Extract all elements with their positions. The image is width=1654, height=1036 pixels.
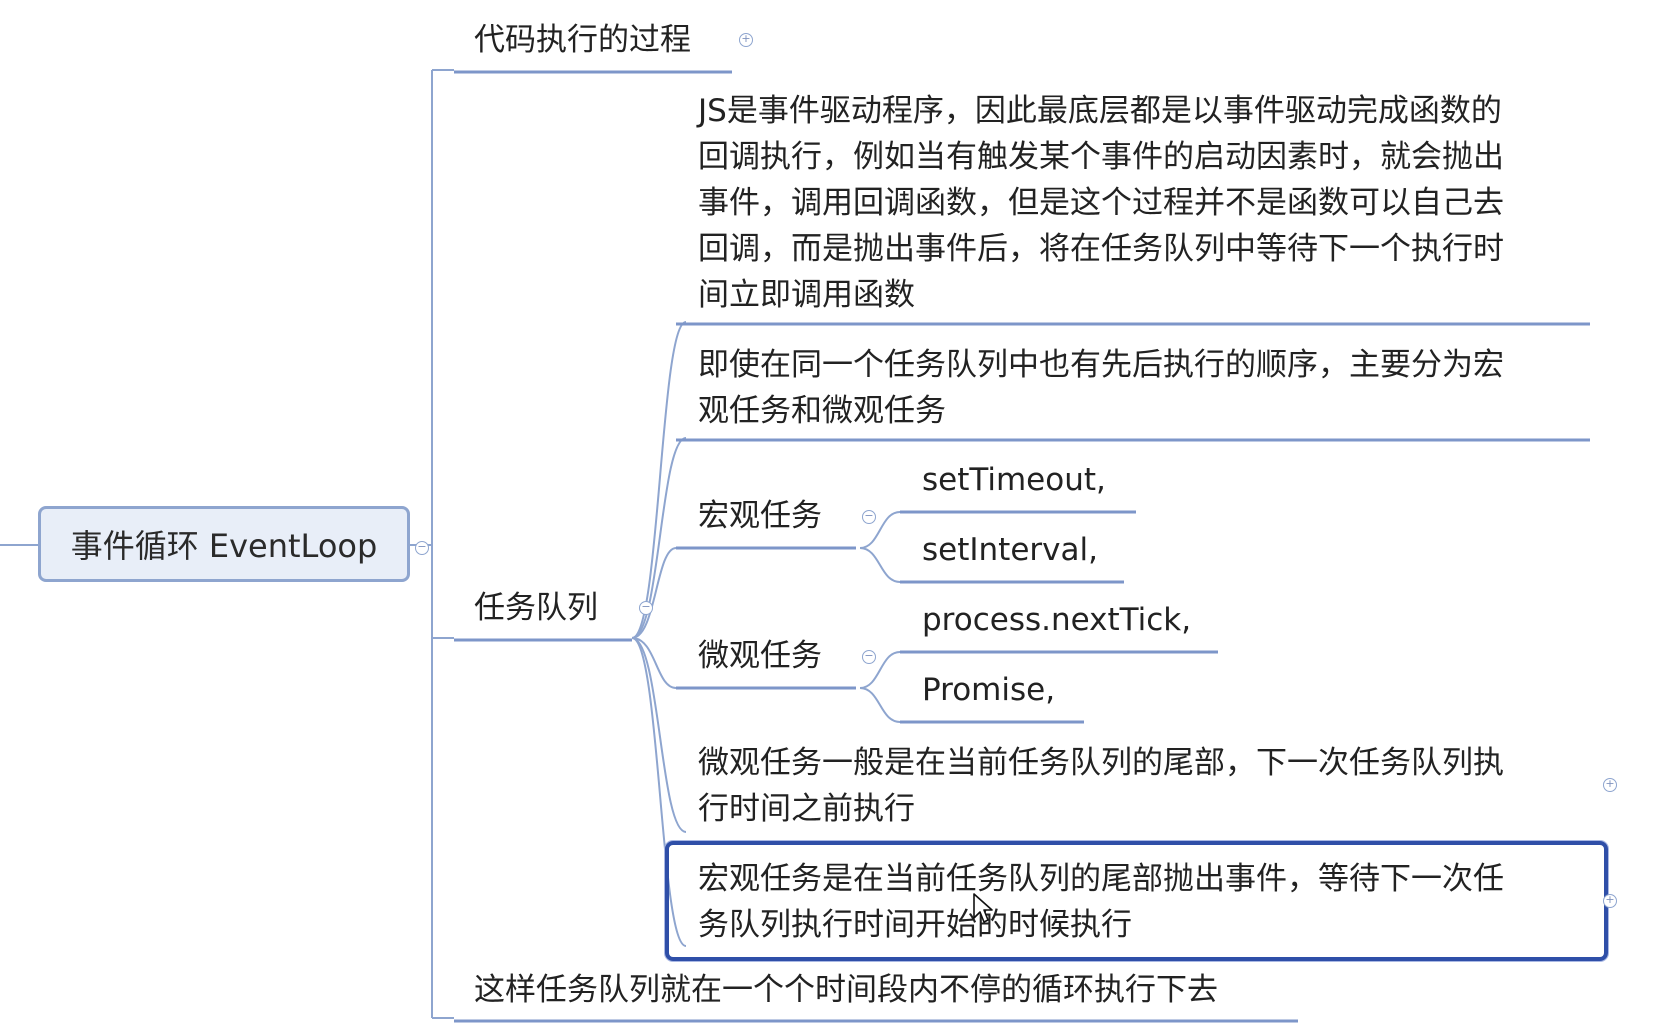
micro-item-label: process.nextTick, [922, 602, 1192, 638]
micro-note-line: 微观任务一般是在当前任务队列的尾部，下一次任务队列执 [698, 745, 1504, 781]
queue-collapse-icon[interactable]: − [639, 601, 653, 615]
queue-order-paragraph[interactable]: 即使在同一个任务队列中也有先后执行的顺序，主要分为宏 观任务和微观任务 [698, 342, 1504, 434]
macro-item-setinterval[interactable]: setInterval, [922, 532, 1098, 568]
micro-note-line: 行时间之前执行 [698, 791, 915, 827]
topic-queue[interactable]: 任务队列 [474, 590, 598, 626]
macro-label: 宏观任务 [698, 498, 822, 534]
micro-item-label: Promise, [922, 672, 1056, 708]
topic-queue-label: 任务队列 [474, 590, 598, 626]
root-label: 事件循环 EventLoop [70, 527, 378, 565]
topic-process[interactable]: 代码执行的过程 [474, 22, 691, 58]
micro-note-paragraph[interactable]: 微观任务一般是在当前任务队列的尾部，下一次任务队列执 行时间之前执行 [698, 740, 1504, 832]
micro-item-promise[interactable]: Promise, [922, 672, 1055, 708]
order-line: 观任务和微观任务 [698, 393, 946, 429]
micro-note-expand-icon[interactable]: + [1603, 778, 1617, 792]
topic-micro-tasks[interactable]: 微观任务 [698, 638, 822, 674]
queue-intro-paragraph[interactable]: JS是事件驱动程序，因此最底层都是以事件驱动完成函数的 回调执行，例如当有触发某… [698, 88, 1504, 318]
macro-item-label: setTimeout, [922, 462, 1106, 498]
topic-macro-tasks[interactable]: 宏观任务 [698, 498, 822, 534]
micro-label: 微观任务 [698, 638, 822, 674]
topic-loop-label: 这样任务队列就在一个个时间段内不停的循环执行下去 [474, 972, 1218, 1008]
order-line: 即使在同一个任务队列中也有先后执行的顺序，主要分为宏 [698, 347, 1504, 383]
macro-note-paragraph[interactable]: 宏观任务是在当前任务队列的尾部抛出事件，等待下一次任 务队列执行时间开始的时候执… [698, 856, 1504, 948]
root-node[interactable]: 事件循环 EventLoop [38, 506, 410, 582]
mouse-cursor-icon [973, 893, 993, 923]
intro-line: JS是事件驱动程序，因此最底层都是以事件驱动完成函数的 [698, 93, 1502, 129]
macro-note-line: 宏观任务是在当前任务队列的尾部抛出事件，等待下一次任 [698, 861, 1504, 897]
macro-note-line: 务队列执行时间开始的时候执行 [698, 907, 1132, 943]
intro-line: 回调执行，例如当有触发某个事件的启动因素时，就会抛出 [698, 139, 1504, 175]
intro-line: 事件，调用回调函数，但是这个过程并不是函数可以自己去 [698, 185, 1504, 221]
micro-item-nexttick[interactable]: process.nextTick, [922, 602, 1191, 638]
macro-item-settimeout[interactable]: setTimeout, [922, 462, 1106, 498]
topic-process-label: 代码执行的过程 [474, 22, 691, 58]
process-expand-icon[interactable]: + [739, 33, 753, 47]
micro-collapse-icon[interactable]: − [862, 650, 876, 664]
macro-item-label: setInterval, [922, 532, 1098, 568]
macro-collapse-icon[interactable]: − [862, 510, 876, 524]
root-collapse-icon[interactable]: − [415, 541, 429, 555]
intro-line: 回调，而是抛出事件后，将在任务队列中等待下一个执行时 [698, 231, 1504, 267]
macro-note-expand-icon[interactable]: + [1603, 894, 1617, 908]
intro-line: 间立即调用函数 [698, 277, 915, 313]
topic-loop[interactable]: 这样任务队列就在一个个时间段内不停的循环执行下去 [474, 972, 1218, 1008]
